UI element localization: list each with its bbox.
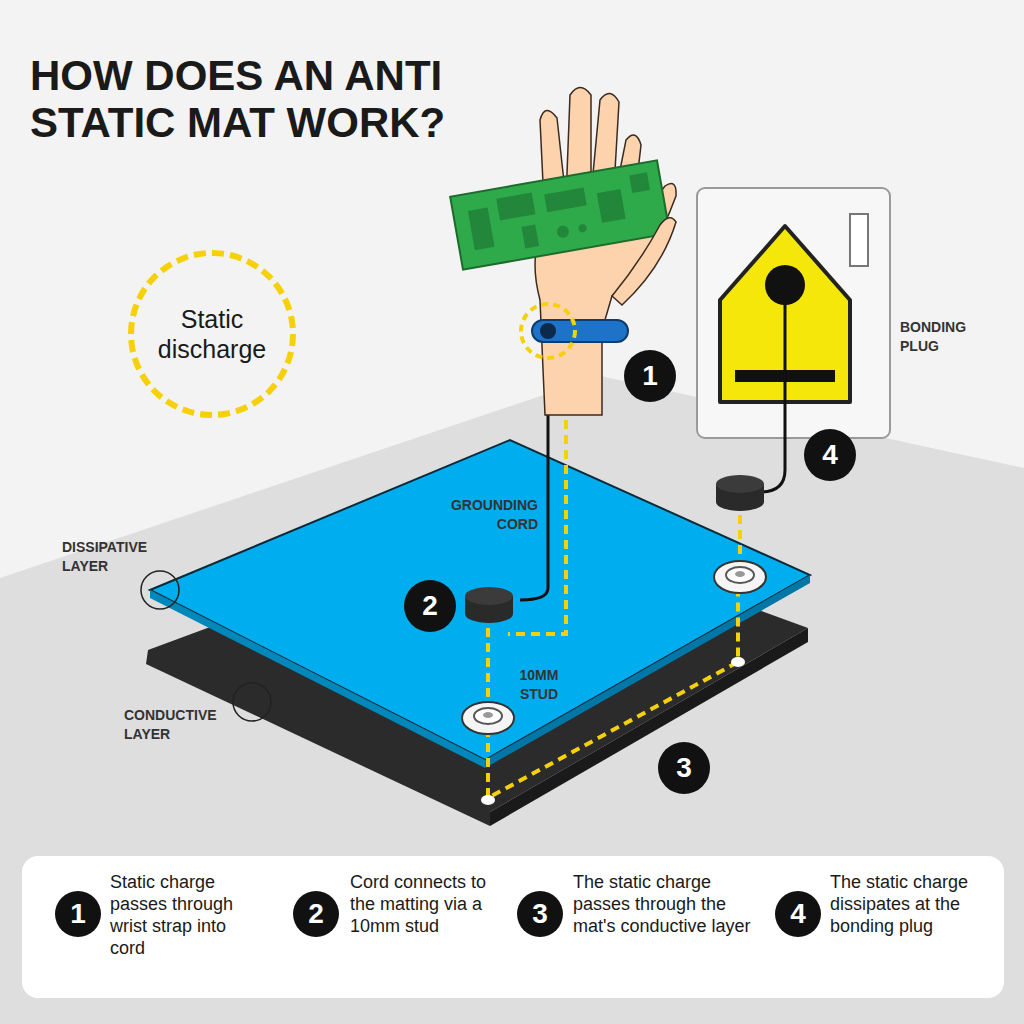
part-label: 10MM STUD xyxy=(512,666,566,704)
callout-number: 4 xyxy=(804,429,856,481)
number-text: 4 xyxy=(822,438,838,472)
stud xyxy=(714,561,766,593)
number-text: 2 xyxy=(308,897,324,931)
number-text: 3 xyxy=(532,897,548,931)
thumb xyxy=(612,218,676,305)
plug-socket xyxy=(765,265,805,305)
dissipative-layer-edge xyxy=(485,575,810,768)
circuit-board xyxy=(450,160,670,269)
step-number: 1 xyxy=(55,891,101,937)
discharge-ring xyxy=(521,304,575,358)
title: HOW DOES AN ANTI STATIC MAT WORK? xyxy=(30,52,500,146)
part-label: GROUNDING CORD xyxy=(430,496,538,534)
dissipative-layer-edge xyxy=(150,590,485,768)
stud-cap xyxy=(465,587,513,623)
step-text: Cord connects to the matting via a 10mm … xyxy=(350,872,505,938)
callout-number: 2 xyxy=(404,580,456,632)
charge-path xyxy=(738,515,742,562)
charge-path xyxy=(488,592,738,798)
callout-number: 3 xyxy=(658,742,710,794)
step-text: The static charge passes through the mat… xyxy=(573,872,769,938)
number-text: 1 xyxy=(642,359,658,393)
number-text: 1 xyxy=(70,897,86,931)
layer-label: DISSIPATIVE LAYER xyxy=(62,538,157,576)
part-label: BONDING PLUG xyxy=(900,318,980,356)
number-text: 2 xyxy=(422,589,438,623)
number-text: 3 xyxy=(676,751,692,785)
step-number: 4 xyxy=(775,891,821,937)
step-number: 2 xyxy=(293,891,339,937)
leader-circle xyxy=(233,683,271,721)
stud-cap xyxy=(716,475,764,511)
socket-switch xyxy=(850,214,868,266)
wall-plate xyxy=(697,188,890,438)
layer-label: CONDUCTIVE LAYER xyxy=(124,706,219,744)
step-number: 3 xyxy=(517,891,563,937)
strap-stud xyxy=(540,323,556,339)
leader-circle xyxy=(141,571,179,609)
wrist-strap xyxy=(532,320,628,342)
stud-base xyxy=(731,657,745,667)
number-text: 4 xyxy=(790,897,806,931)
circle-text: Static discharge xyxy=(152,304,272,364)
step-text: Static charge passes through wrist strap… xyxy=(110,872,250,960)
discharge-circle: Static discharge xyxy=(128,250,296,418)
step-text: The static charge dissipates at the bond… xyxy=(830,872,988,938)
steps-panel xyxy=(22,856,1004,998)
stud xyxy=(462,702,514,734)
charge-path xyxy=(486,628,490,700)
callout-number: 1 xyxy=(624,350,676,402)
table-surface xyxy=(0,376,1024,1024)
earth-cord xyxy=(760,300,785,492)
dissipative-layer xyxy=(150,440,810,760)
stud-base xyxy=(481,795,495,805)
